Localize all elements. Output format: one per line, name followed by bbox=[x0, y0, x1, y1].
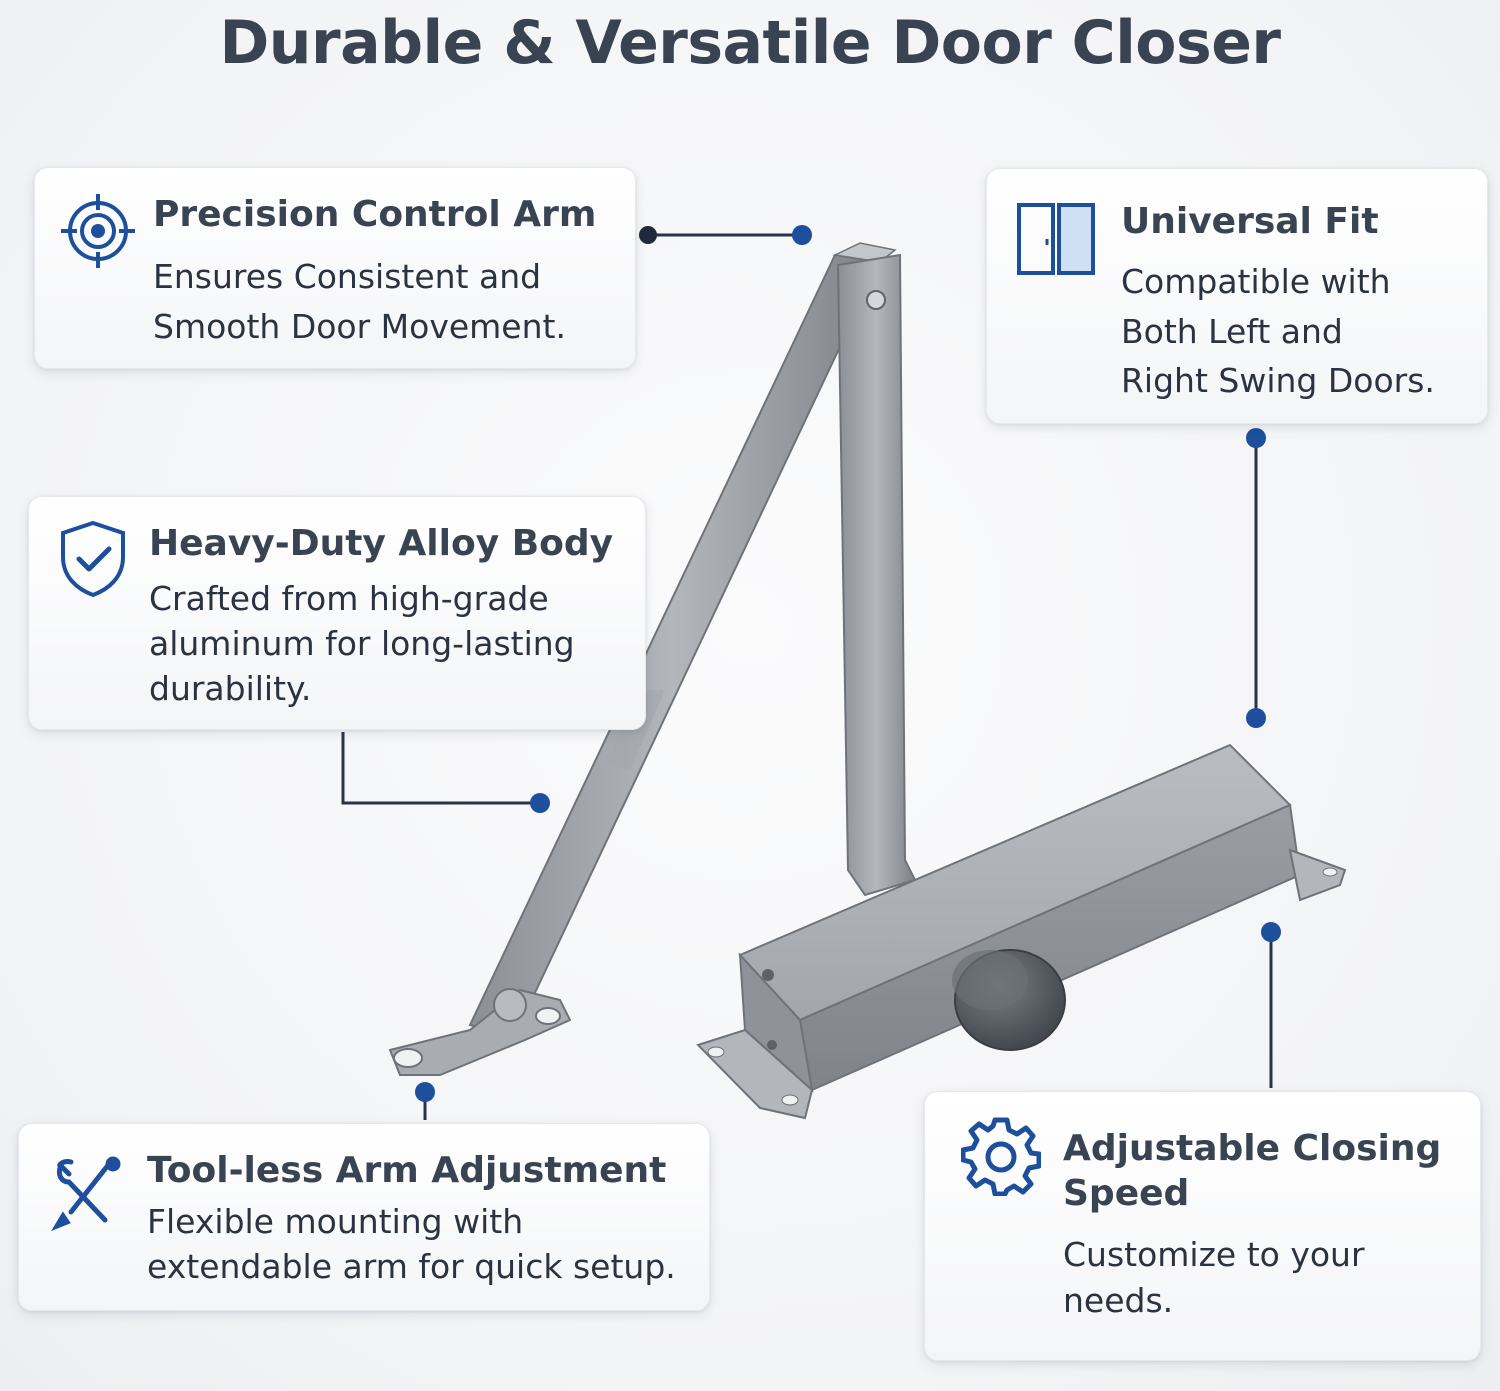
feature-card-closing-speed: Adjustable Closing Speed Customize to yo… bbox=[924, 1091, 1481, 1361]
card-description: Compatible with Both Left and Right Swin… bbox=[1121, 257, 1435, 406]
card-desc-line: extendable arm for quick setup. bbox=[147, 1246, 676, 1286]
vertical-arm bbox=[836, 253, 917, 897]
card-desc-line: Compatible with bbox=[1121, 262, 1391, 301]
card-desc-line: aluminum for long-lasting bbox=[149, 623, 575, 663]
card-description: Crafted from high-grade aluminum for lon… bbox=[149, 577, 575, 712]
feature-card-alloy-body: Heavy-Duty Alloy Body Crafted from high-… bbox=[28, 496, 646, 730]
card-desc-line: Ensures Consistent and bbox=[153, 257, 542, 296]
wrench-screwdriver-icon bbox=[51, 1156, 121, 1232]
connector-dots bbox=[415, 225, 1281, 1102]
card-desc-line: Customize to your bbox=[1063, 1235, 1365, 1274]
card-description: Flexible mounting with extendable arm fo… bbox=[147, 1200, 676, 1289]
card-desc-line: Flexible mounting with bbox=[147, 1202, 524, 1241]
shield-check-icon bbox=[61, 520, 125, 598]
closer-body bbox=[696, 743, 1347, 1120]
card-title-line: Adjustable Closing bbox=[1063, 1128, 1442, 1169]
card-title: Universal Fit bbox=[1121, 201, 1379, 242]
card-desc-line: needs. bbox=[1063, 1281, 1174, 1321]
card-description: Ensures Consistent and Smooth Door Movem… bbox=[153, 252, 566, 351]
connector-lines bbox=[341, 233, 1273, 1120]
card-desc-line: durability. bbox=[149, 668, 312, 708]
card-desc-line: Both Left and bbox=[1121, 311, 1343, 351]
feature-card-precision: Precision Control Arm Ensures Consistent… bbox=[34, 167, 636, 369]
double-door-icon bbox=[1017, 203, 1095, 275]
gear-icon bbox=[961, 1117, 1041, 1196]
target-icon bbox=[61, 194, 135, 268]
page-title: Durable & Versatile Door Closer bbox=[219, 8, 1281, 78]
feature-card-toolless: Tool-less Arm Adjustment Flexible mounti… bbox=[18, 1123, 710, 1311]
lower-bracket bbox=[388, 988, 572, 1076]
card-title: Precision Control Arm bbox=[153, 194, 597, 235]
card-title: Adjustable Closing Speed bbox=[1063, 1126, 1441, 1216]
card-title-line: Speed bbox=[1063, 1173, 1190, 1214]
feature-card-universal-fit: Universal Fit Compatible with Both Left … bbox=[986, 168, 1488, 424]
card-desc-line: Crafted from high-grade bbox=[149, 579, 549, 618]
card-desc-line: Right Swing Doors. bbox=[1121, 361, 1435, 400]
card-desc-line: Smooth Door Movement. bbox=[153, 306, 566, 346]
card-title: Tool-less Arm Adjustment bbox=[147, 1150, 667, 1191]
card-description: Customize to your needs. bbox=[1063, 1232, 1365, 1324]
card-title: Heavy-Duty Alloy Body bbox=[149, 523, 614, 564]
